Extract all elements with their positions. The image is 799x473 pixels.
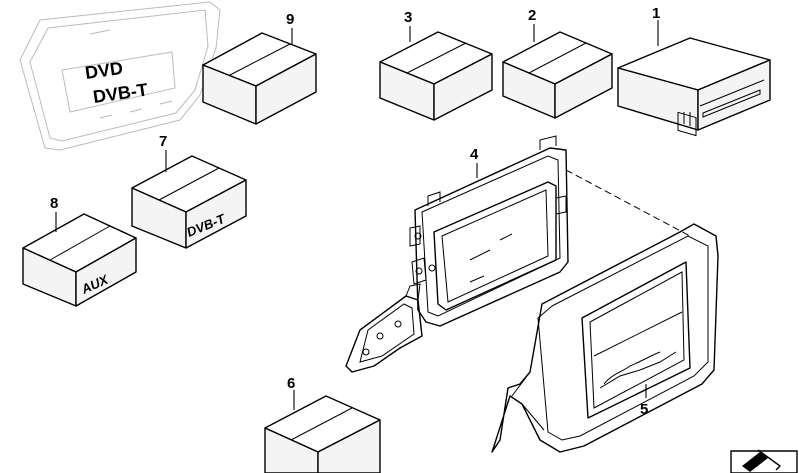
callout-2: 2	[528, 7, 536, 24]
display-label-line1: DVD	[84, 58, 124, 83]
display-screen-illustration: DVD DVB-T	[19, 1, 221, 151]
part-box-3: 3	[379, 9, 493, 121]
callout-4: 4	[470, 146, 479, 163]
callout-3: 3	[404, 9, 412, 26]
part-5-trim-panel: 5	[491, 223, 719, 453]
part-box-2: 2	[502, 7, 613, 119]
display-label-line2: DVB-T	[92, 80, 149, 107]
part-1-dvd-drive: 1	[617, 5, 771, 137]
callout-7: 7	[159, 133, 167, 150]
callout-9: 9	[286, 11, 294, 28]
part-4-display-frame: 4	[345, 135, 691, 373]
part-box-9: 9	[202, 11, 317, 125]
callout-1: 1	[652, 5, 660, 22]
part-box-8: AUX 8	[22, 195, 137, 307]
diagram-reference-icon	[730, 449, 798, 473]
callout-6: 6	[287, 375, 295, 392]
callout-5: 5	[640, 401, 648, 418]
part-box-6: 6	[264, 375, 381, 473]
callout-8: 8	[50, 195, 58, 212]
part-box-7: DVB-T 7	[131, 133, 247, 249]
